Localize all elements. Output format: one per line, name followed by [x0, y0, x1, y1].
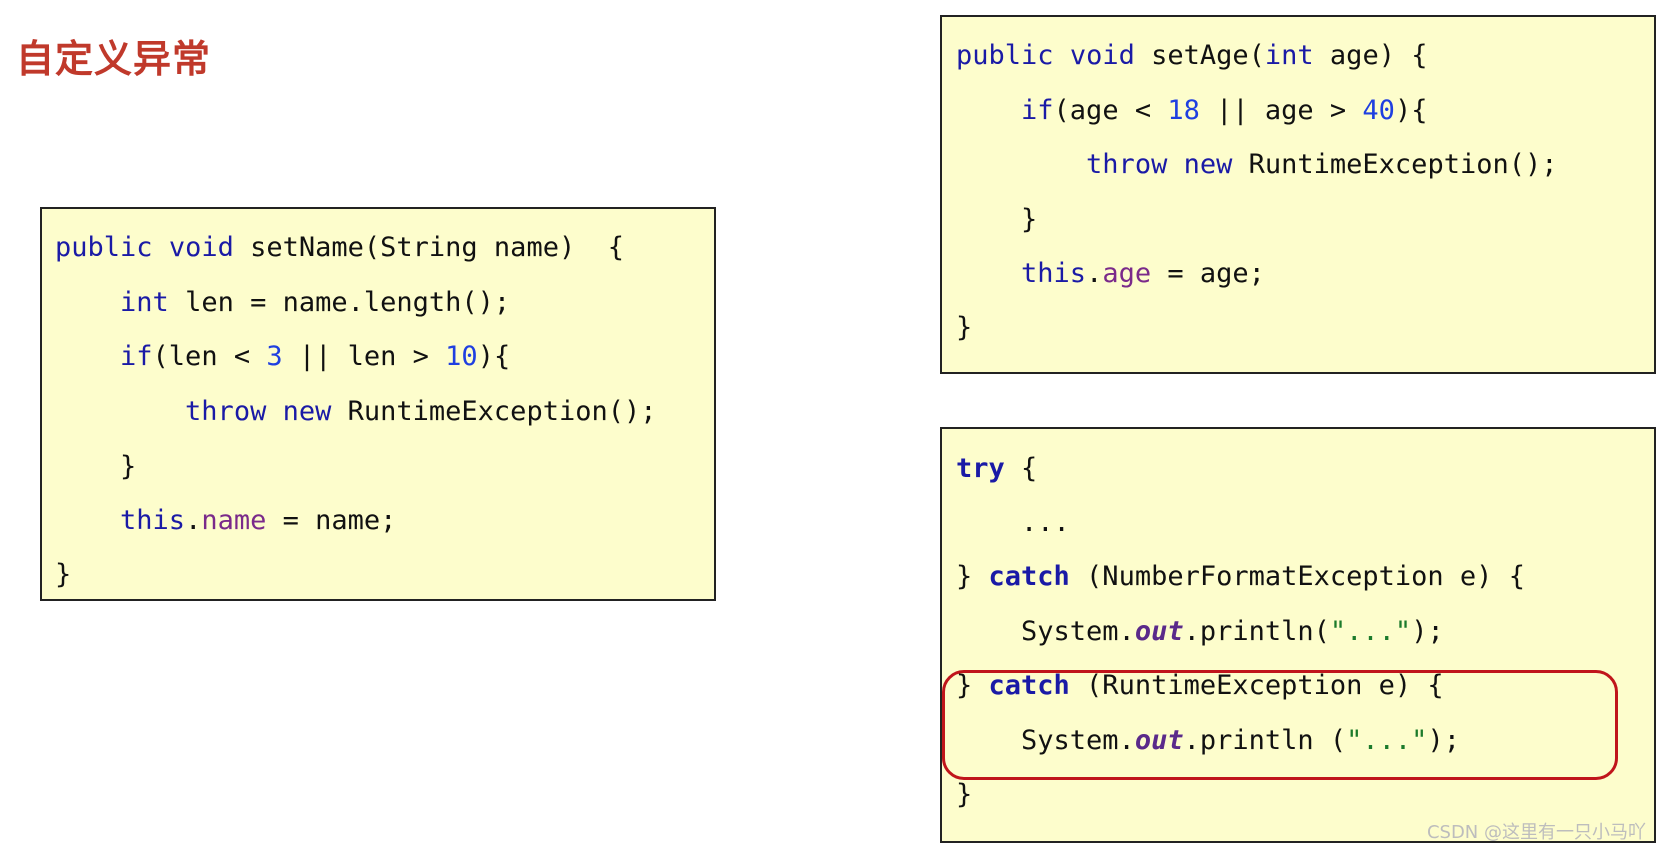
code-token: 10	[445, 341, 478, 372]
code-token	[1167, 149, 1183, 180]
highlight-outline	[942, 670, 1618, 780]
code-token: System.	[956, 725, 1135, 756]
code-token: }	[55, 559, 72, 590]
code-line: this.name = name;	[55, 507, 396, 534]
code-token: }	[956, 312, 973, 343]
code-token: age) {	[1313, 40, 1428, 71]
code-token: void	[1069, 40, 1135, 71]
code-token: public	[55, 232, 153, 263]
code-token: new	[1183, 149, 1233, 180]
code-line: ...	[956, 509, 1070, 536]
code-line: int len = name.length();	[55, 289, 510, 316]
code-token: catch	[988, 561, 1070, 592]
code-token: {	[1004, 453, 1038, 484]
code-token	[956, 95, 1021, 126]
code-line: System.out.println("...");	[956, 618, 1444, 645]
code-token	[153, 232, 169, 263]
code-token: || len >	[282, 341, 446, 372]
code-line: try {	[956, 455, 1037, 482]
code-line: }	[55, 561, 71, 588]
code-token: age	[1102, 258, 1152, 289]
code-token: int	[120, 287, 169, 318]
code-line: }	[956, 314, 972, 341]
code-token: .println(	[1183, 616, 1330, 647]
code-token: out	[1134, 616, 1184, 647]
code-token: .	[1086, 258, 1103, 289]
code-line: public void setName(String name) {	[55, 234, 624, 261]
code-token: setAge(	[1134, 40, 1265, 71]
code-token: setName(String name) {	[233, 232, 624, 263]
code-token: ){	[477, 341, 511, 372]
code-token: = age;	[1151, 258, 1265, 289]
code-token: throw	[1086, 149, 1168, 180]
watermark: CSDN @这里有一只小马吖	[1426, 822, 1646, 843]
code-token: }	[956, 561, 989, 592]
code-token: (age <	[1053, 95, 1168, 126]
code-token: public	[956, 40, 1054, 71]
code-token: RuntimeException();	[331, 396, 657, 427]
code-line: this.age = age;	[956, 260, 1265, 287]
code-token	[266, 396, 282, 427]
code-token: this	[120, 505, 186, 536]
code-token: len = name.length();	[168, 287, 511, 318]
code-token	[956, 149, 1086, 180]
code-token: (RuntimeException e) {	[1069, 670, 1444, 701]
code-token: name	[201, 505, 267, 536]
code-token	[55, 341, 120, 372]
code-line: }	[956, 781, 972, 808]
code-token: = name;	[266, 505, 397, 536]
code-token: .println (	[1183, 725, 1347, 756]
code-token: if	[120, 341, 153, 372]
code-token: out	[1134, 725, 1184, 756]
code-token: "..."	[1329, 616, 1412, 647]
code-token: 18	[1167, 95, 1200, 126]
code-line: } catch (RuntimeException e) {	[956, 672, 1444, 699]
code-line: if(len < 3 || len > 10){	[55, 343, 510, 370]
code-block-setname: public void setName(String name) { int l…	[40, 207, 716, 601]
code-token: }	[55, 451, 137, 482]
code-block-setage: public void setAge(int age) { if(age < 1…	[940, 15, 1656, 374]
code-line: }	[55, 453, 136, 480]
code-line: if(age < 18 || age > 40){	[956, 97, 1427, 124]
code-token: .	[185, 505, 202, 536]
code-line: throw new RuntimeException();	[956, 151, 1557, 178]
code-token: throw	[185, 396, 267, 427]
code-token: (len <	[152, 341, 267, 372]
code-token: ...	[956, 507, 1070, 538]
code-token: || age >	[1199, 95, 1363, 126]
code-token: void	[168, 232, 234, 263]
code-token	[956, 258, 1021, 289]
code-token: try	[956, 453, 1005, 484]
code-line: public void setAge(int age) {	[956, 42, 1427, 69]
code-token: int	[1264, 40, 1314, 71]
code-line: System.out.println ("...");	[956, 727, 1460, 754]
code-token	[55, 287, 120, 318]
code-token: new	[282, 396, 332, 427]
code-block-try-catch: try { ... } catch (NumberFormatException…	[940, 427, 1656, 843]
code-line: throw new RuntimeException();	[55, 398, 656, 425]
page-title: 自定义异常	[16, 37, 212, 81]
code-token: ){	[1394, 95, 1428, 126]
code-token: RuntimeException();	[1232, 149, 1558, 180]
code-token	[55, 505, 120, 536]
code-token: catch	[988, 670, 1070, 701]
code-token	[1054, 40, 1070, 71]
code-line: } catch (NumberFormatException e) {	[956, 563, 1525, 590]
code-token: if	[1021, 95, 1054, 126]
code-token: 3	[266, 341, 283, 372]
code-token: "..."	[1346, 725, 1428, 756]
code-token: );	[1427, 725, 1460, 756]
code-token: (NumberFormatException e) {	[1069, 561, 1525, 592]
code-token: 40	[1362, 95, 1395, 126]
code-token: );	[1411, 616, 1444, 647]
code-token: }	[956, 204, 1038, 235]
code-line: }	[956, 206, 1037, 233]
code-token: this	[1021, 258, 1087, 289]
code-token: }	[956, 779, 973, 810]
code-token	[55, 396, 185, 427]
code-token: System.	[956, 616, 1135, 647]
